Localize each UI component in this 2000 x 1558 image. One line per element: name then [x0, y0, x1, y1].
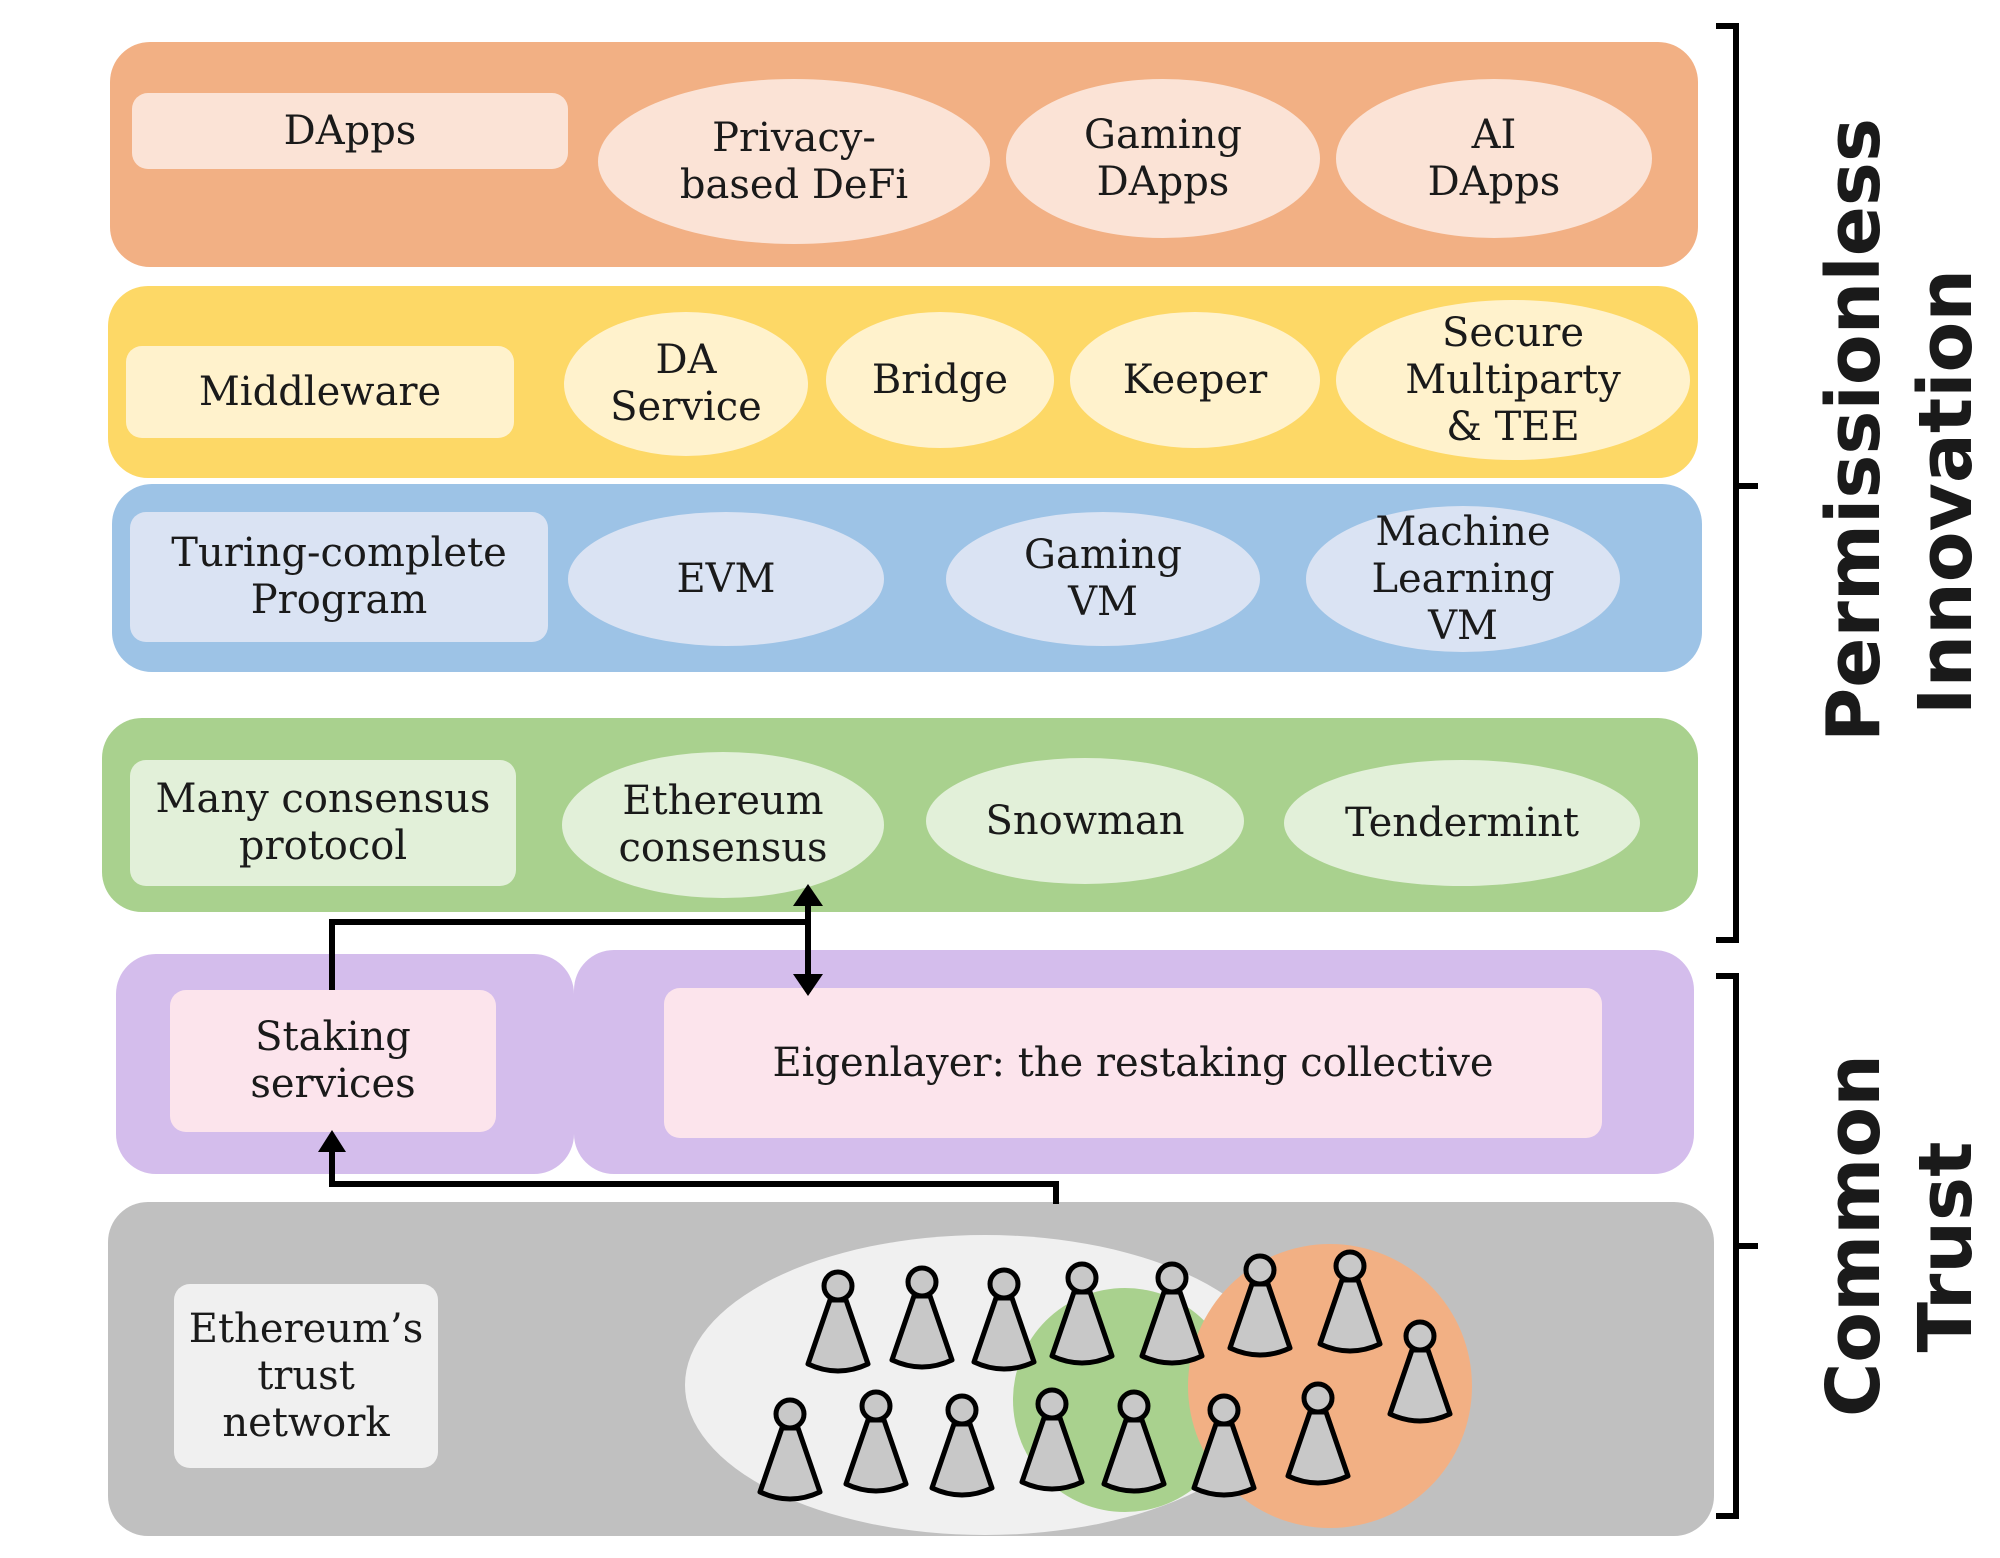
turing-complete-label: Turing-complete Program — [130, 512, 548, 642]
common-trust-brace — [1716, 973, 1758, 1519]
arrow-icon — [318, 1130, 346, 1152]
evm-node: EVM — [568, 512, 884, 646]
validator-person-icon — [757, 1397, 823, 1502]
validator-person-icon — [1387, 1319, 1453, 1424]
ai-dapps-node: AI DApps — [1336, 79, 1652, 238]
dapps-label: DApps — [132, 93, 568, 169]
validator-person-icon — [1227, 1253, 1293, 1358]
validator-person-icon — [805, 1269, 871, 1374]
validator-person-icon — [1019, 1387, 1085, 1492]
validator-person-icon — [1101, 1389, 1167, 1494]
middleware-label: Middleware — [126, 346, 514, 438]
ethereum-consensus-node: Ethereum consensus — [562, 752, 884, 898]
staking-consensus-connector — [329, 919, 808, 990]
secure-multiparty-node: Secure Multiparty & TEE — [1336, 300, 1690, 460]
gaming-dapps-node: Gaming DApps — [1006, 79, 1320, 238]
trust-staking-connector — [329, 1148, 1059, 1204]
arrow-icon — [793, 974, 823, 996]
snowman-node: Snowman — [926, 758, 1244, 884]
privacy-defi-node: Privacy- based DeFi — [598, 79, 990, 244]
trust-network-label: Ethereum’s trust network — [174, 1284, 438, 1468]
consensus-label: Many consensus protocol — [130, 760, 516, 886]
validator-person-icon — [971, 1267, 1037, 1372]
validator-person-icon — [1317, 1249, 1383, 1354]
tendermint-node: Tendermint — [1284, 760, 1640, 886]
validator-person-icon — [1139, 1261, 1205, 1366]
permissionless-brace — [1716, 23, 1758, 943]
ml-vm-node: Machine Learning VM — [1306, 506, 1620, 652]
validator-people — [757, 1249, 1453, 1502]
arrow-icon — [793, 884, 823, 906]
gaming-vm-node: Gaming VM — [946, 512, 1260, 646]
validator-person-icon — [929, 1393, 995, 1498]
validator-person-icon — [1049, 1261, 1115, 1366]
eigenlayer-label: Eigenlayer: the restaking collective — [664, 988, 1602, 1138]
common-trust-label: Common Trust — [1811, 1054, 1989, 1417]
validator-person-icon — [1285, 1381, 1351, 1486]
validator-person-icon — [1191, 1393, 1257, 1498]
bridge-node: Bridge — [826, 312, 1054, 448]
staking-services-label: Staking services — [170, 990, 496, 1132]
keeper-node: Keeper — [1070, 312, 1320, 448]
validator-person-icon — [889, 1265, 955, 1370]
da-service-node: DA Service — [564, 312, 808, 456]
validator-person-icon — [843, 1389, 909, 1494]
permissionless-innovation-label: Permissionless Innovation — [1811, 117, 1989, 742]
